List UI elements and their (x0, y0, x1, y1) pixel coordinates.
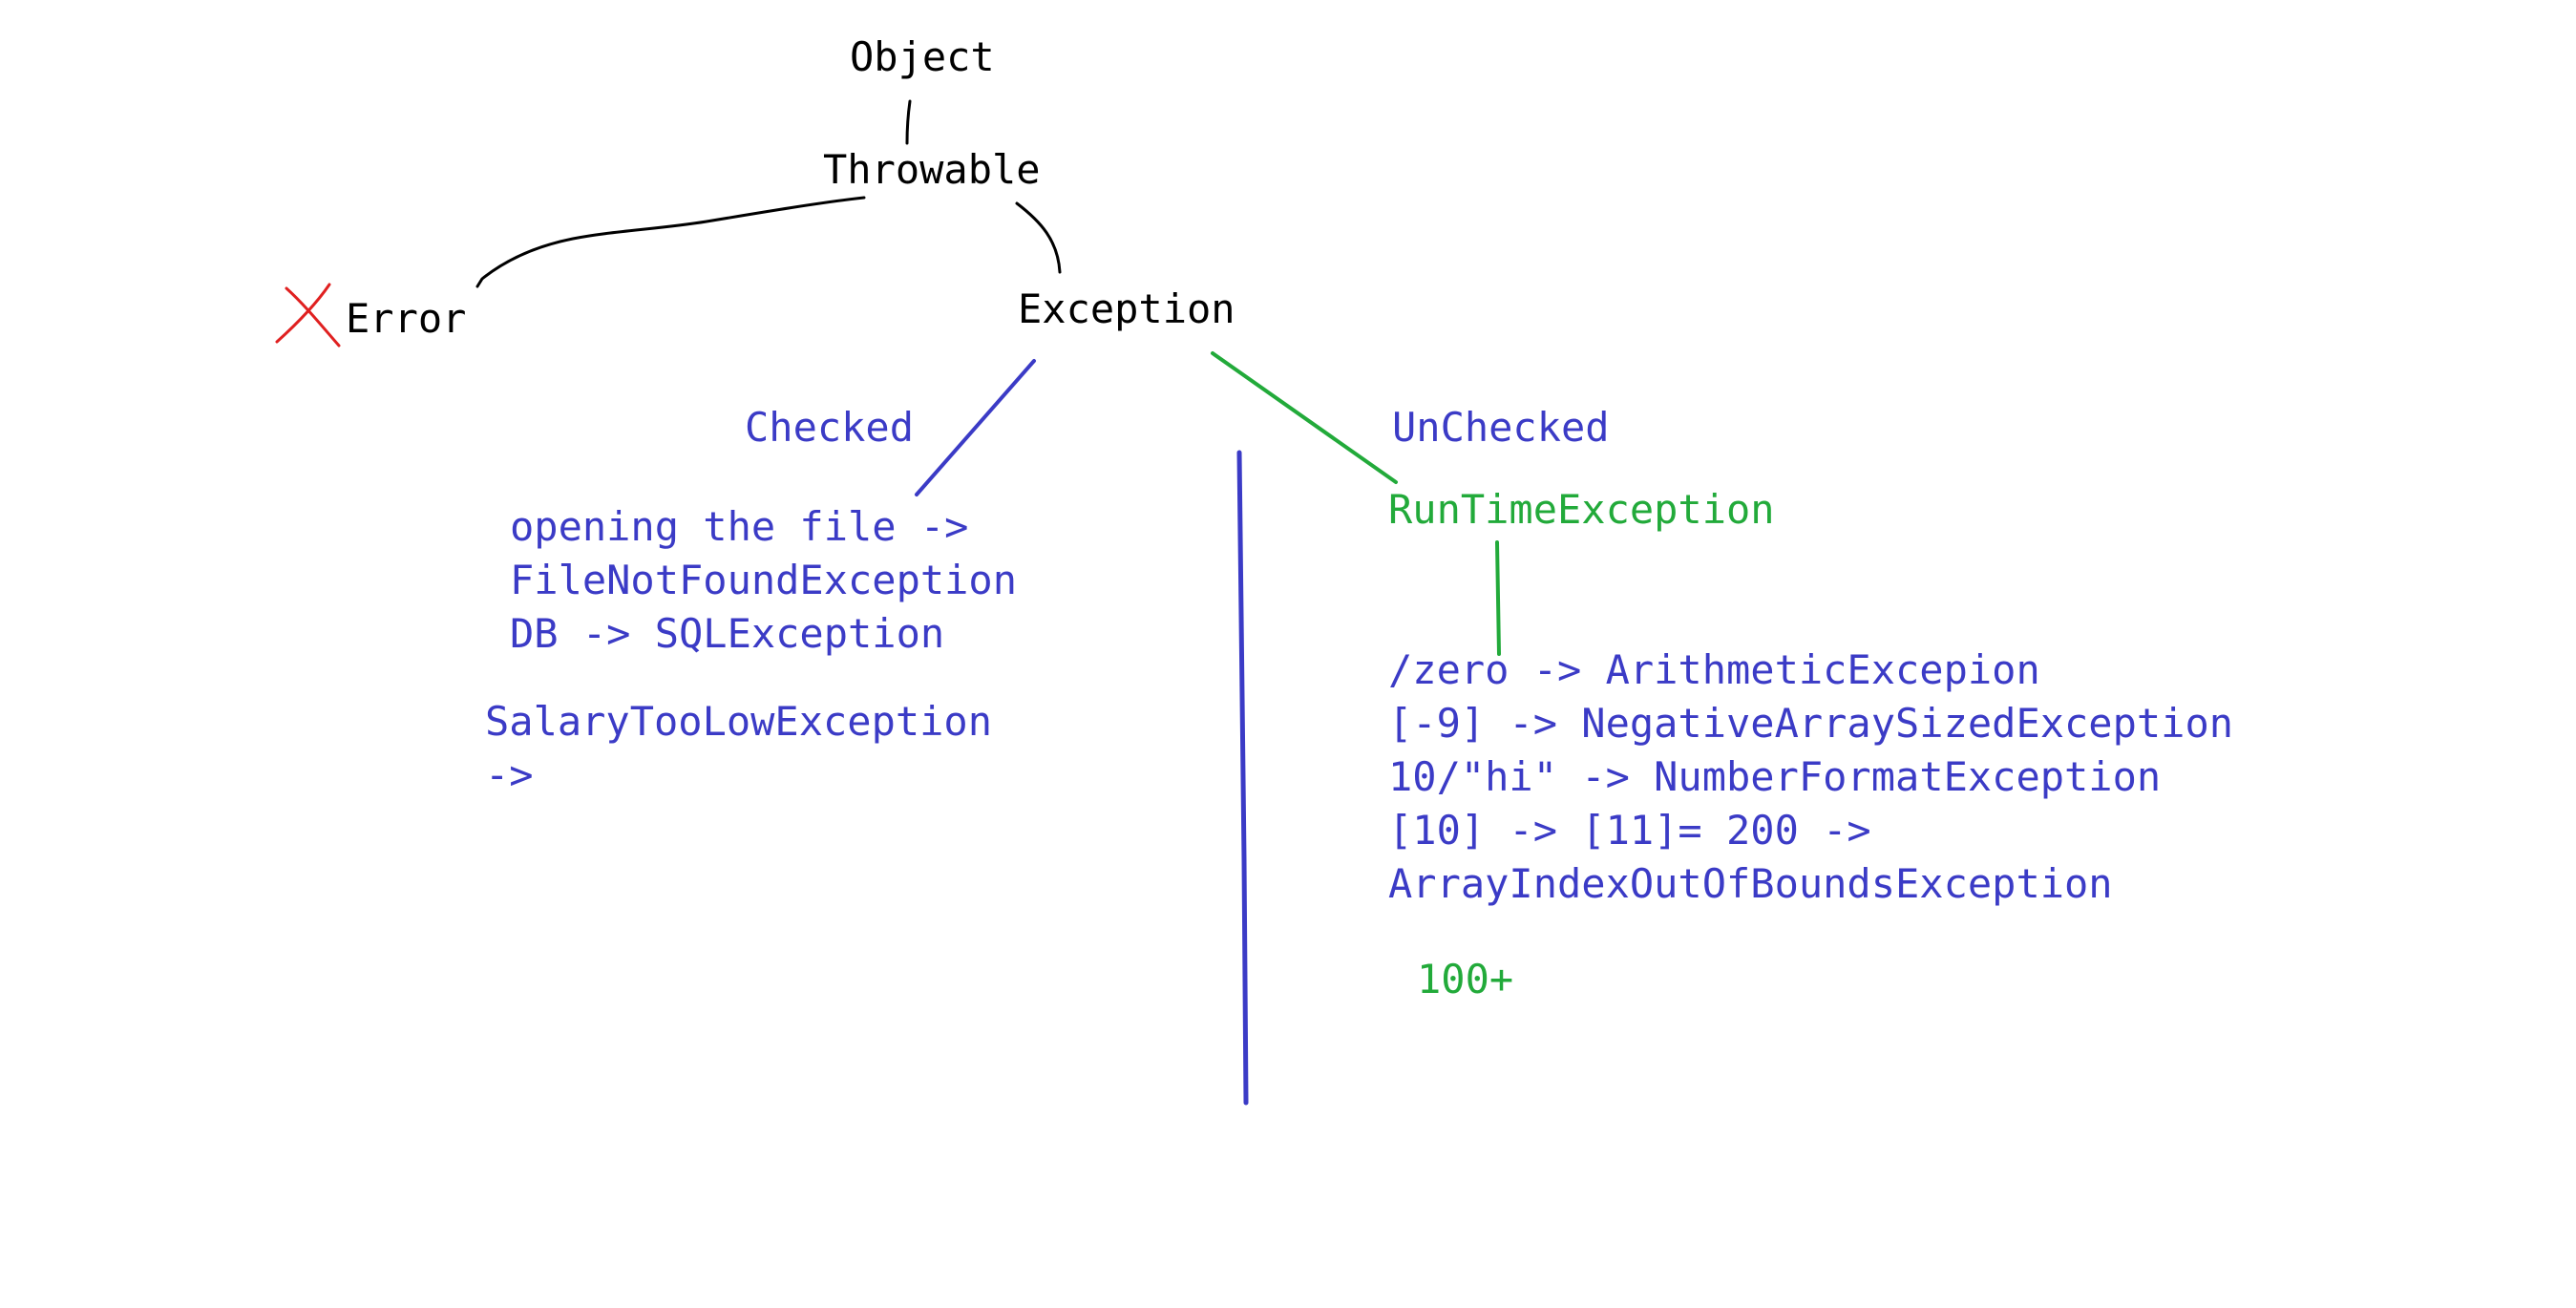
checked-heading: Checked (745, 404, 915, 451)
checked-custom-2: -> (485, 751, 534, 798)
node-throwable: Throwable (823, 146, 1041, 193)
connector-runtime-list (1495, 540, 1501, 656)
checked-line-3: DB -> SQLException (510, 610, 945, 657)
connector-throwable-error (475, 196, 866, 288)
unchecked-heading: UnChecked (1392, 404, 1610, 451)
unchecked-line-3: 10/"hi" -> NumberFormatException (1388, 753, 2162, 800)
unchecked-line-4: [10] -> [11]= 200 -> (1388, 807, 1871, 854)
unchecked-line-5: ArrayIndexOutOfBoundsException (1388, 860, 2113, 907)
divider-line (1236, 450, 1249, 1106)
node-runtime-exception: RunTimeException (1388, 486, 1775, 533)
checked-line-1: opening the file -> (510, 503, 969, 550)
unchecked-count: 100+ (1417, 956, 1514, 1002)
checked-line-2: FileNotFoundException (510, 557, 1018, 603)
checked-custom-1: SalaryTooLowException (485, 698, 993, 745)
unchecked-line-1: /zero -> ArithmeticExcepion (1388, 646, 2040, 693)
unchecked-line-2: [-9] -> NegativeArraySizedException (1388, 700, 2234, 747)
connector-exception-checked (915, 359, 1036, 496)
node-error: Error (346, 295, 467, 342)
connector-object-throwable (905, 99, 912, 145)
connector-throwable-exception (1015, 201, 1062, 274)
node-object: Object (850, 33, 995, 80)
cross-mark-icon (275, 283, 341, 348)
node-exception: Exception (1018, 285, 1235, 332)
connector-exception-unchecked (1211, 351, 1398, 484)
